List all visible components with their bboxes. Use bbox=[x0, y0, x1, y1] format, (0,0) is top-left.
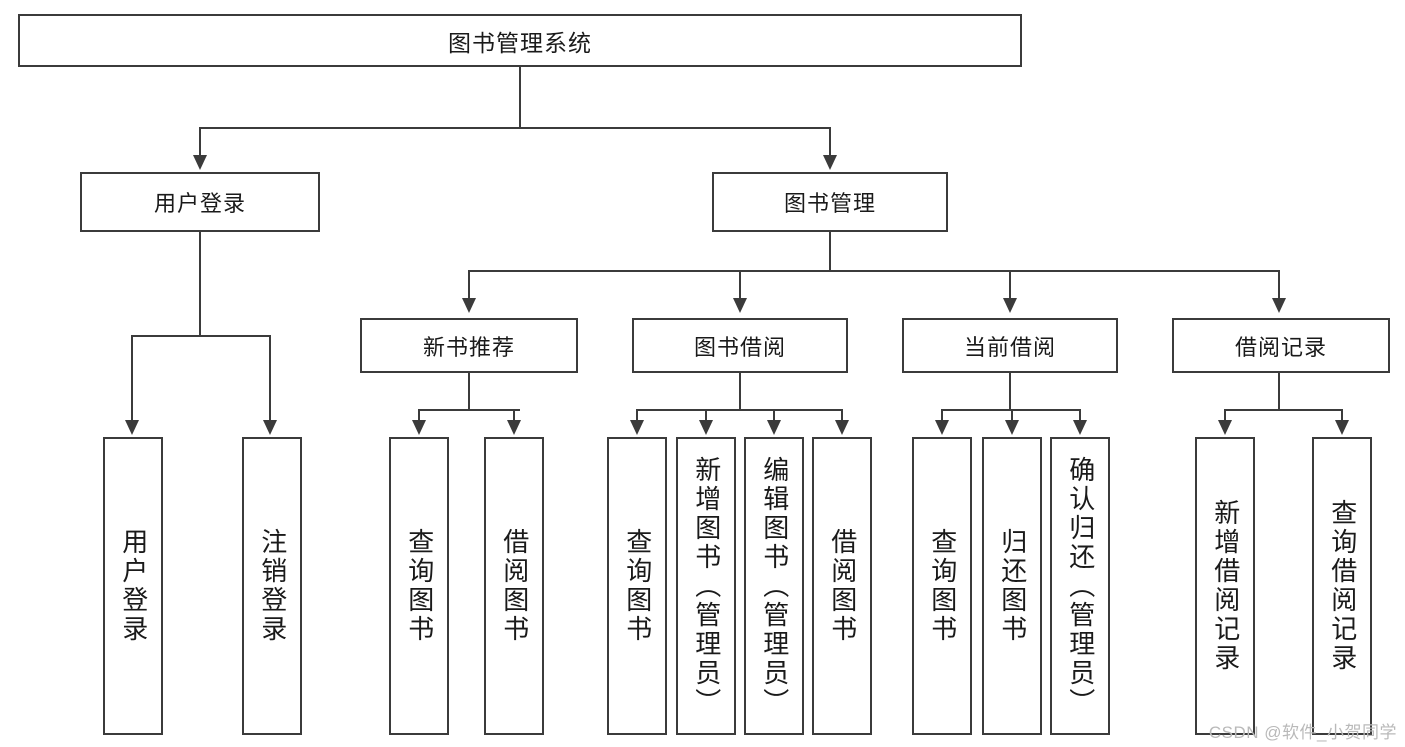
leaf-query-book-recommend[interactable]: 查询图书 bbox=[389, 437, 449, 735]
leaf-return-book[interactable]: 归还图书 bbox=[982, 437, 1042, 735]
edge-cb-to-leaf-3 bbox=[1079, 409, 1081, 422]
edge-root-stem bbox=[519, 67, 521, 128]
arrowhead-new-book bbox=[462, 298, 476, 313]
leaf-borrow-book-recommend[interactable]: 借阅图书 bbox=[484, 437, 544, 735]
arrowhead-bb-leaf-4 bbox=[835, 420, 849, 435]
edge-cb-to-leaf-1 bbox=[941, 409, 943, 422]
edge-current-borrow-stem bbox=[1009, 373, 1011, 410]
arrowhead-borrow-record bbox=[1272, 298, 1286, 313]
arrowhead-user-login bbox=[193, 155, 207, 170]
node-label: 借阅图书 bbox=[827, 528, 858, 644]
edge-new-book-to-leaf-1 bbox=[418, 409, 420, 422]
edge-bb-to-leaf-3 bbox=[773, 409, 775, 422]
leaf-edit-book-admin[interactable]: 编辑图书（管理员） bbox=[744, 437, 804, 735]
node-label: 新书推荐 bbox=[422, 334, 515, 360]
edge-book-manage-bar bbox=[468, 270, 1278, 272]
leaf-confirm-return-admin[interactable]: 确认归还（管理员） bbox=[1050, 437, 1110, 735]
arrowhead-br-leaf-1 bbox=[1218, 420, 1232, 435]
node-label: 用户登录 bbox=[153, 191, 246, 216]
arrowhead-book-manage bbox=[823, 155, 837, 170]
node-label: 归还图书 bbox=[997, 528, 1028, 644]
edge-user-login-stem bbox=[199, 232, 201, 336]
leaf-add-book-admin[interactable]: 新增图书（管理员） bbox=[676, 437, 736, 735]
edge-to-borrow-record bbox=[1278, 270, 1280, 300]
node-label: 新增图书（管理员） bbox=[691, 455, 722, 717]
edge-cb-to-leaf-2 bbox=[1011, 409, 1013, 422]
node-label: 查询图书 bbox=[927, 528, 958, 644]
arrowhead-current-borrow bbox=[1003, 298, 1017, 313]
arrowhead-nb-leaf-1 bbox=[412, 420, 426, 435]
arrowhead-cb-leaf-3 bbox=[1073, 420, 1087, 435]
node-borrow-record[interactable]: 借阅记录 bbox=[1172, 318, 1390, 373]
leaf-logout[interactable]: 注销登录 bbox=[242, 437, 302, 735]
node-new-book-recommend[interactable]: 新书推荐 bbox=[360, 318, 578, 373]
node-label: 图书管理 bbox=[783, 191, 876, 216]
node-current-borrow[interactable]: 当前借阅 bbox=[902, 318, 1118, 373]
edge-user-login-to-leaf-2 bbox=[269, 335, 271, 422]
edge-bb-to-leaf-1 bbox=[636, 409, 638, 422]
edge-br-to-leaf-1 bbox=[1224, 409, 1226, 422]
edge-to-book-borrow bbox=[739, 270, 741, 300]
arrowhead-cb-leaf-1 bbox=[935, 420, 949, 435]
node-label: 查询图书 bbox=[622, 528, 653, 644]
node-label: 图书管理系统 bbox=[448, 29, 592, 56]
arrowhead-leaf-user-login bbox=[125, 420, 139, 435]
edge-borrow-record-bar bbox=[1224, 409, 1343, 411]
leaf-query-book-current[interactable]: 查询图书 bbox=[912, 437, 972, 735]
node-book-management[interactable]: 图书管理 bbox=[712, 172, 948, 232]
edge-borrow-record-stem bbox=[1278, 373, 1280, 410]
node-label: 编辑图书（管理员） bbox=[759, 455, 790, 717]
leaf-query-book[interactable]: 查询图书 bbox=[607, 437, 667, 735]
arrowhead-leaf-logout bbox=[263, 420, 277, 435]
edge-root-bar bbox=[199, 127, 831, 129]
arrowhead-bb-leaf-2 bbox=[699, 420, 713, 435]
node-label: 查询图书 bbox=[404, 528, 435, 644]
node-label: 借阅记录 bbox=[1234, 334, 1327, 360]
edge-new-book-stem bbox=[468, 373, 470, 410]
edge-book-borrow-bar bbox=[636, 409, 843, 411]
node-label: 当前借阅 bbox=[963, 334, 1056, 360]
arrowhead-book-borrow bbox=[733, 298, 747, 313]
node-book-borrow[interactable]: 图书借阅 bbox=[632, 318, 848, 373]
edge-current-borrow-bar bbox=[941, 409, 1080, 411]
edge-book-borrow-stem bbox=[739, 373, 741, 410]
node-label: 新增借阅记录 bbox=[1210, 499, 1241, 673]
node-label: 确认归还（管理员） bbox=[1065, 455, 1096, 717]
edge-bb-to-leaf-2 bbox=[705, 409, 707, 422]
edge-new-book-to-leaf-2 bbox=[513, 409, 515, 422]
edge-user-login-to-leaf-1 bbox=[131, 335, 133, 422]
edge-root-to-book-manage bbox=[829, 127, 831, 157]
arrowhead-nb-leaf-2 bbox=[507, 420, 521, 435]
edge-user-login-bar bbox=[131, 335, 270, 337]
arrowhead-cb-leaf-2 bbox=[1005, 420, 1019, 435]
edge-to-new-book bbox=[468, 270, 470, 300]
edge-book-manage-stem bbox=[829, 232, 831, 271]
edge-new-book-bar bbox=[418, 409, 520, 411]
leaf-borrow-book[interactable]: 借阅图书 bbox=[812, 437, 872, 735]
node-label: 借阅图书 bbox=[499, 528, 530, 644]
leaf-add-borrow-record[interactable]: 新增借阅记录 bbox=[1195, 437, 1255, 735]
edge-to-current-borrow bbox=[1009, 270, 1011, 300]
edge-br-to-leaf-2 bbox=[1341, 409, 1343, 422]
edge-root-to-user-login bbox=[199, 127, 201, 157]
node-user-login[interactable]: 用户登录 bbox=[80, 172, 320, 232]
edge-bb-to-leaf-4 bbox=[841, 409, 843, 422]
arrowhead-bb-leaf-1 bbox=[630, 420, 644, 435]
node-label: 查询借阅记录 bbox=[1327, 499, 1358, 673]
leaf-user-login[interactable]: 用户登录 bbox=[103, 437, 163, 735]
node-root-system[interactable]: 图书管理系统 bbox=[18, 14, 1022, 67]
leaf-query-borrow-record[interactable]: 查询借阅记录 bbox=[1312, 437, 1372, 735]
arrowhead-bb-leaf-3 bbox=[767, 420, 781, 435]
node-label: 用户登录 bbox=[118, 528, 149, 644]
node-label: 注销登录 bbox=[257, 528, 288, 644]
node-label: 图书借阅 bbox=[693, 334, 786, 360]
arrowhead-br-leaf-2 bbox=[1335, 420, 1349, 435]
